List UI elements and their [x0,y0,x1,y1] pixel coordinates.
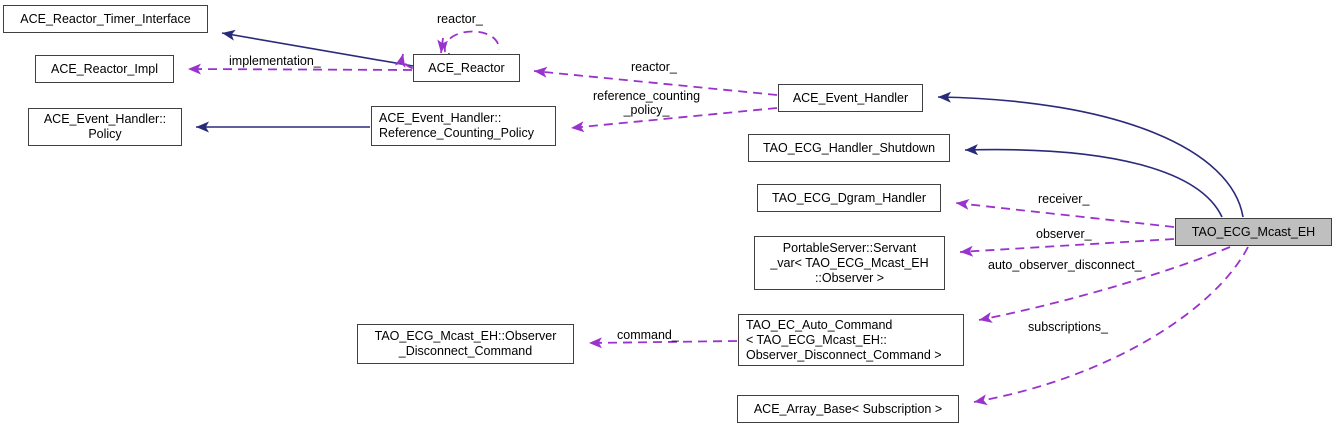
node-ace-reactor-timer-interface[interactable]: ACE_Reactor_Timer_Interface [3,5,208,33]
edge-mcast-eh-to-servant-var [959,238,1175,257]
node-ace-reactor-impl[interactable]: ACE_Reactor_Impl [35,55,174,83]
edge-event-handler-to-refcount-policy [570,107,778,133]
edge-reactor-self-loop-visible [444,30,500,53]
edge-reactor-to-timer-interface [221,29,414,67]
node-tao-ec-auto-command[interactable]: TAO_EC_Auto_Command < TAO_ECG_Mcast_EH::… [738,314,964,366]
edge-label-subscriptions: subscriptions_ [1028,320,1108,334]
node-ace-array-base-subscription[interactable]: ACE_Array_Base< Subscription > [737,395,959,423]
edge-mcast-eh-to-array-base [973,246,1249,406]
edge-label-implementation: implementation_ [229,54,321,68]
node-ace-event-handler[interactable]: ACE_Event_Handler [778,84,923,112]
edge-label-reactor-self: reactor_ [437,12,483,26]
edge-event-handler-to-reactor [533,66,778,96]
node-ace-reactor[interactable]: ACE_Reactor [413,54,520,82]
edge-label-auto-observer-disconnect: auto_observer_disconnect_ [988,258,1142,272]
edge-label-reference-counting-policy: reference_counting _policy_ [593,89,701,117]
node-ace-event-handler-policy[interactable]: ACE_Event_Handler:: Policy [28,108,182,146]
edge-mcast-eh-to-event-handler [937,91,1244,218]
node-tao-ecg-mcast-eh[interactable]: TAO_ECG_Mcast_EH [1175,218,1332,246]
edge-label-observer: observer_ [1036,227,1092,241]
edge-reactor-self-loop-head [437,37,449,54]
edge-reactor-to-reactor-impl [187,63,413,75]
node-tao-ecg-mcast-eh-observer-disconnect-command[interactable]: TAO_ECG_Mcast_EH::Observer _Disconnect_C… [357,324,574,364]
edge-label-command: command_ [617,328,679,342]
node-portableserver-servant-var[interactable]: PortableServer::Servant _var< TAO_ECG_Mc… [754,236,945,290]
edge-mcast-eh-to-handler-shutdown [964,144,1223,218]
edge-mcast-eh-to-dgram-handler [955,198,1175,228]
node-ace-event-handler-reference-counting-policy[interactable]: ACE_Event_Handler:: Reference_Counting_P… [371,106,556,146]
edge-label-receiver: receiver_ [1038,192,1090,206]
node-tao-ecg-dgram-handler[interactable]: TAO_ECG_Dgram_Handler [757,184,941,212]
edge-auto-command-to-observer-disconnect [588,337,738,349]
edge-label-reactor: reactor_ [631,60,677,74]
edge-mcast-eh-to-auto-command [978,246,1231,323]
node-tao-ecg-handler-shutdown[interactable]: TAO_ECG_Handler_Shutdown [748,134,950,162]
